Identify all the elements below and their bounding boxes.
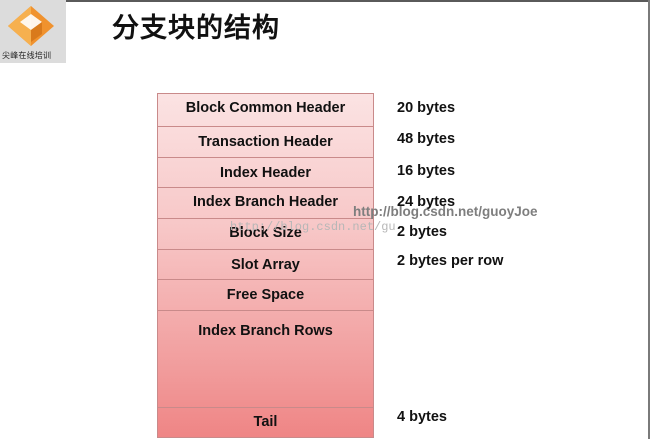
size-index-branch-header: 24 bytes [397,194,456,210]
size-index-header: 16 bytes [397,163,456,179]
row-slot-array: Slot Array [158,250,373,280]
size-block-common-header: 20 bytes [397,100,456,116]
row-index-branch-rows: Index Branch Rows [198,323,333,339]
watermark-faded: http://blog.csdn.net/gu [230,220,396,234]
size-transaction-header: 48 bytes [397,131,456,147]
size-block-size: 2 bytes [397,224,447,240]
row-transaction-header: Transaction Header [158,127,373,158]
size-slot-array: 2 bytes per row [397,253,504,269]
right-border [648,0,650,439]
size-tail: 4 bytes [397,409,447,425]
watermark-url: http://blog.csdn.net/guoyJoe [353,204,538,219]
page-title: 分支块的结构 [112,13,280,43]
row-index-header: Index Header [158,158,373,188]
pyramid-icon [8,6,54,46]
logo: 尖峰在线培训 [0,0,66,63]
row-tail: Tail [158,407,373,437]
logo-text: 尖峰在线培训 [2,51,52,60]
row-index-branch-header: Index Branch Header [158,188,373,219]
row-block-size: Block Size [158,219,373,250]
row-block-common-header: Block Common Header [158,94,373,127]
row-free-space: Free Space [158,280,373,311]
block-structure: Block Common Header Transaction Header I… [157,93,374,438]
top-border [0,0,650,2]
